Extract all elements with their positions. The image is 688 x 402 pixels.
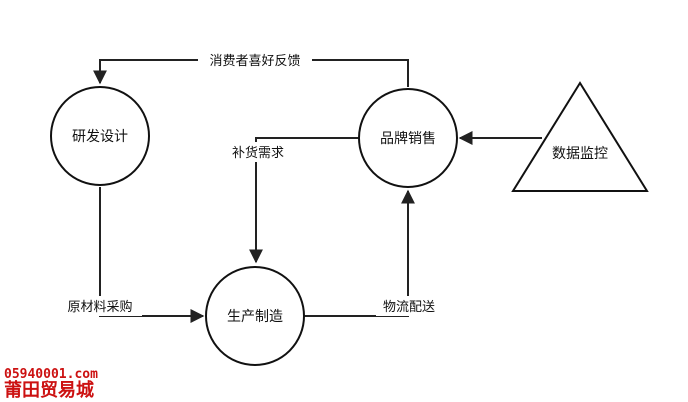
node-rd-label: 研发设计 xyxy=(72,129,128,145)
node-data xyxy=(511,81,649,192)
node-brand-label: 品牌销售 xyxy=(380,130,436,147)
node-data-label: 数据监控 xyxy=(552,146,608,162)
replenish-label-bg xyxy=(222,142,294,162)
logistics-label: 物流配送 xyxy=(383,300,435,315)
replenish-label: 补货需求 xyxy=(232,145,284,161)
watermark-name: 莆田贸易城 xyxy=(4,379,94,401)
feedback-label: 消费者喜好反馈 xyxy=(209,54,300,69)
feedback-label-bg xyxy=(198,50,312,70)
node-production xyxy=(205,266,305,366)
logistics-label-bg xyxy=(376,296,442,316)
materials-label: 原材料采购 xyxy=(67,299,132,315)
node-brand xyxy=(358,88,458,188)
node-rd xyxy=(50,86,150,186)
materials-label-bg xyxy=(60,296,142,316)
node-production-label: 生产制造 xyxy=(227,309,283,325)
replenish-arrow xyxy=(249,137,361,264)
watermark-url: 05940001.com xyxy=(4,367,98,382)
